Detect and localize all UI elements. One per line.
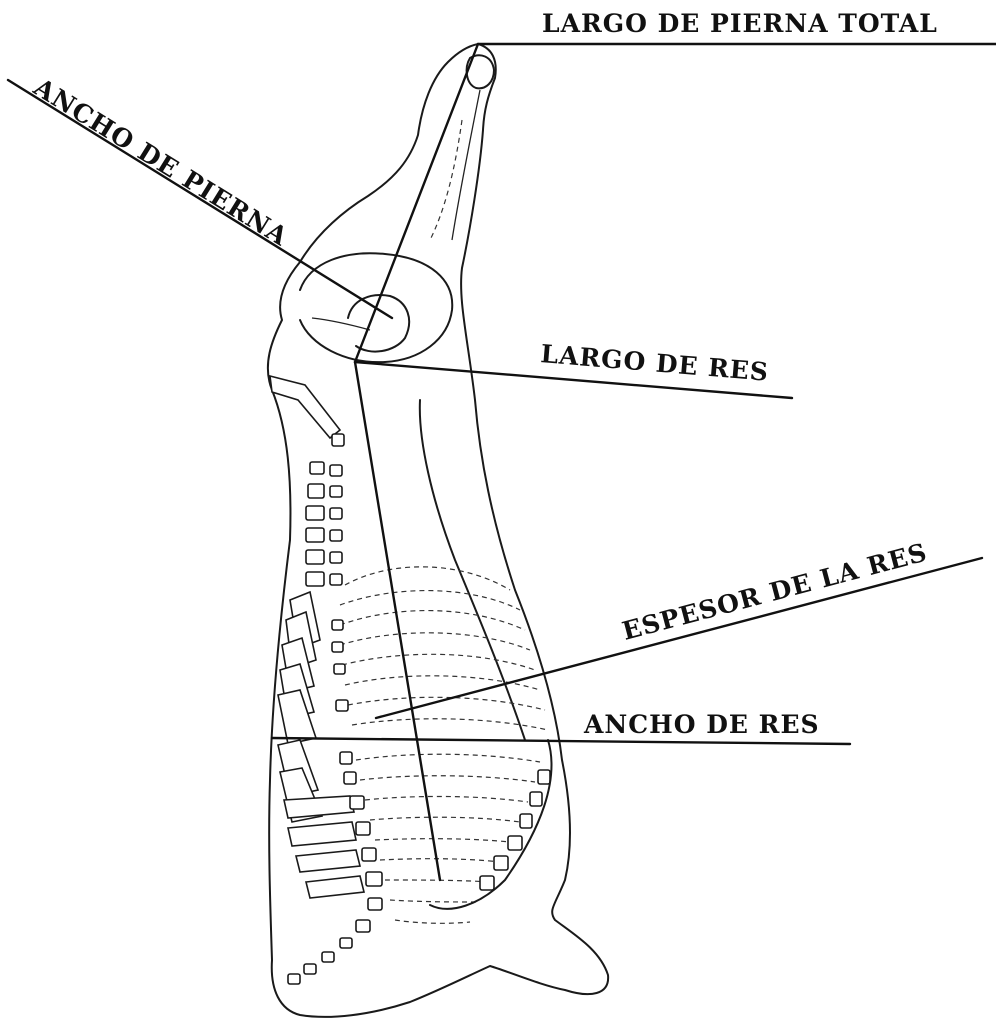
rib-arcs <box>340 567 548 923</box>
largo-res-line <box>355 362 440 880</box>
label-espesor-res: ESPESOR DE LA RES <box>619 537 930 645</box>
largo-pierna-total-line <box>355 44 478 362</box>
label-ancho-pierna: ANCHO DE PIERNA <box>28 72 293 252</box>
espesor-res-line <box>376 558 982 718</box>
ribs <box>270 376 364 898</box>
label-largo-pierna-total: LARGO DE PIERNA TOTAL <box>542 9 938 38</box>
label-ancho-res: ANCHO DE RES <box>583 710 820 739</box>
